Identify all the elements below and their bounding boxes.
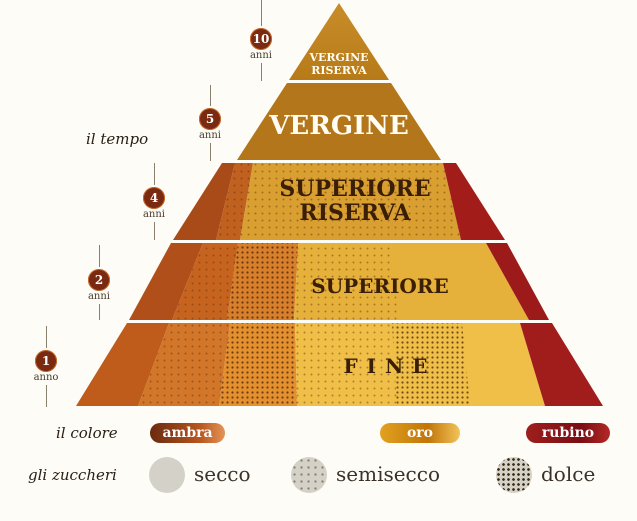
sugar-semisecco-swatch: [291, 457, 327, 493]
tier-1-rubino: [520, 323, 603, 406]
tier-label-superiore-riserva: SUPERIORE RISERVA: [279, 176, 431, 226]
sugar-semisecco-label: semisecco: [336, 462, 441, 486]
age-unit-2: anni: [87, 291, 111, 302]
age-tick-4: [154, 163, 155, 185]
age-unit-10: anni: [249, 50, 273, 61]
label-gli-zuccheri: gli zuccheri: [28, 466, 117, 484]
label-il-colore: il colore: [56, 424, 118, 442]
color-pill-ambra: ambra: [150, 423, 225, 443]
tier-label-fine: FINE: [343, 354, 437, 378]
age-tick-2: [99, 245, 100, 267]
age-unit-5: anni: [198, 130, 222, 141]
tier-3-ambra: [173, 163, 235, 240]
tier-label-vergine: VERGINE: [269, 111, 409, 141]
color-pill-oro: oro: [380, 423, 460, 443]
tier-2-ambra-a: [129, 243, 203, 320]
tier-2-rubino: [486, 243, 549, 320]
age-badge-4: 4: [143, 187, 165, 209]
sugar-dolce-swatch: [496, 457, 532, 493]
age-unit-1: anno: [33, 372, 59, 383]
tier-3-rubino: [443, 163, 505, 240]
age-badge-5: 5: [199, 108, 221, 130]
color-pill-rubino: rubino: [526, 423, 610, 443]
age-tick-5: [210, 85, 211, 106]
age-badge-1: 1: [35, 350, 57, 372]
age-unit-4: anni: [142, 209, 166, 220]
label-il-tempo: il tempo: [86, 130, 149, 148]
tier-label-superiore: SUPERIORE: [311, 274, 449, 298]
sugar-dolce-label: dolce: [541, 462, 596, 486]
tier-vergine: [237, 83, 441, 160]
age-tick-1: [46, 326, 47, 348]
tier-top: [289, 3, 389, 80]
age-tick-10: [261, 0, 262, 26]
age-badge-10: 10: [250, 28, 272, 50]
sugar-secco-swatch: [149, 457, 185, 493]
sugar-secco-label: secco: [194, 462, 251, 486]
age-badge-2: 2: [88, 269, 110, 291]
tier-label-vergine-riserva: VERGINE RISERVA: [309, 51, 369, 77]
